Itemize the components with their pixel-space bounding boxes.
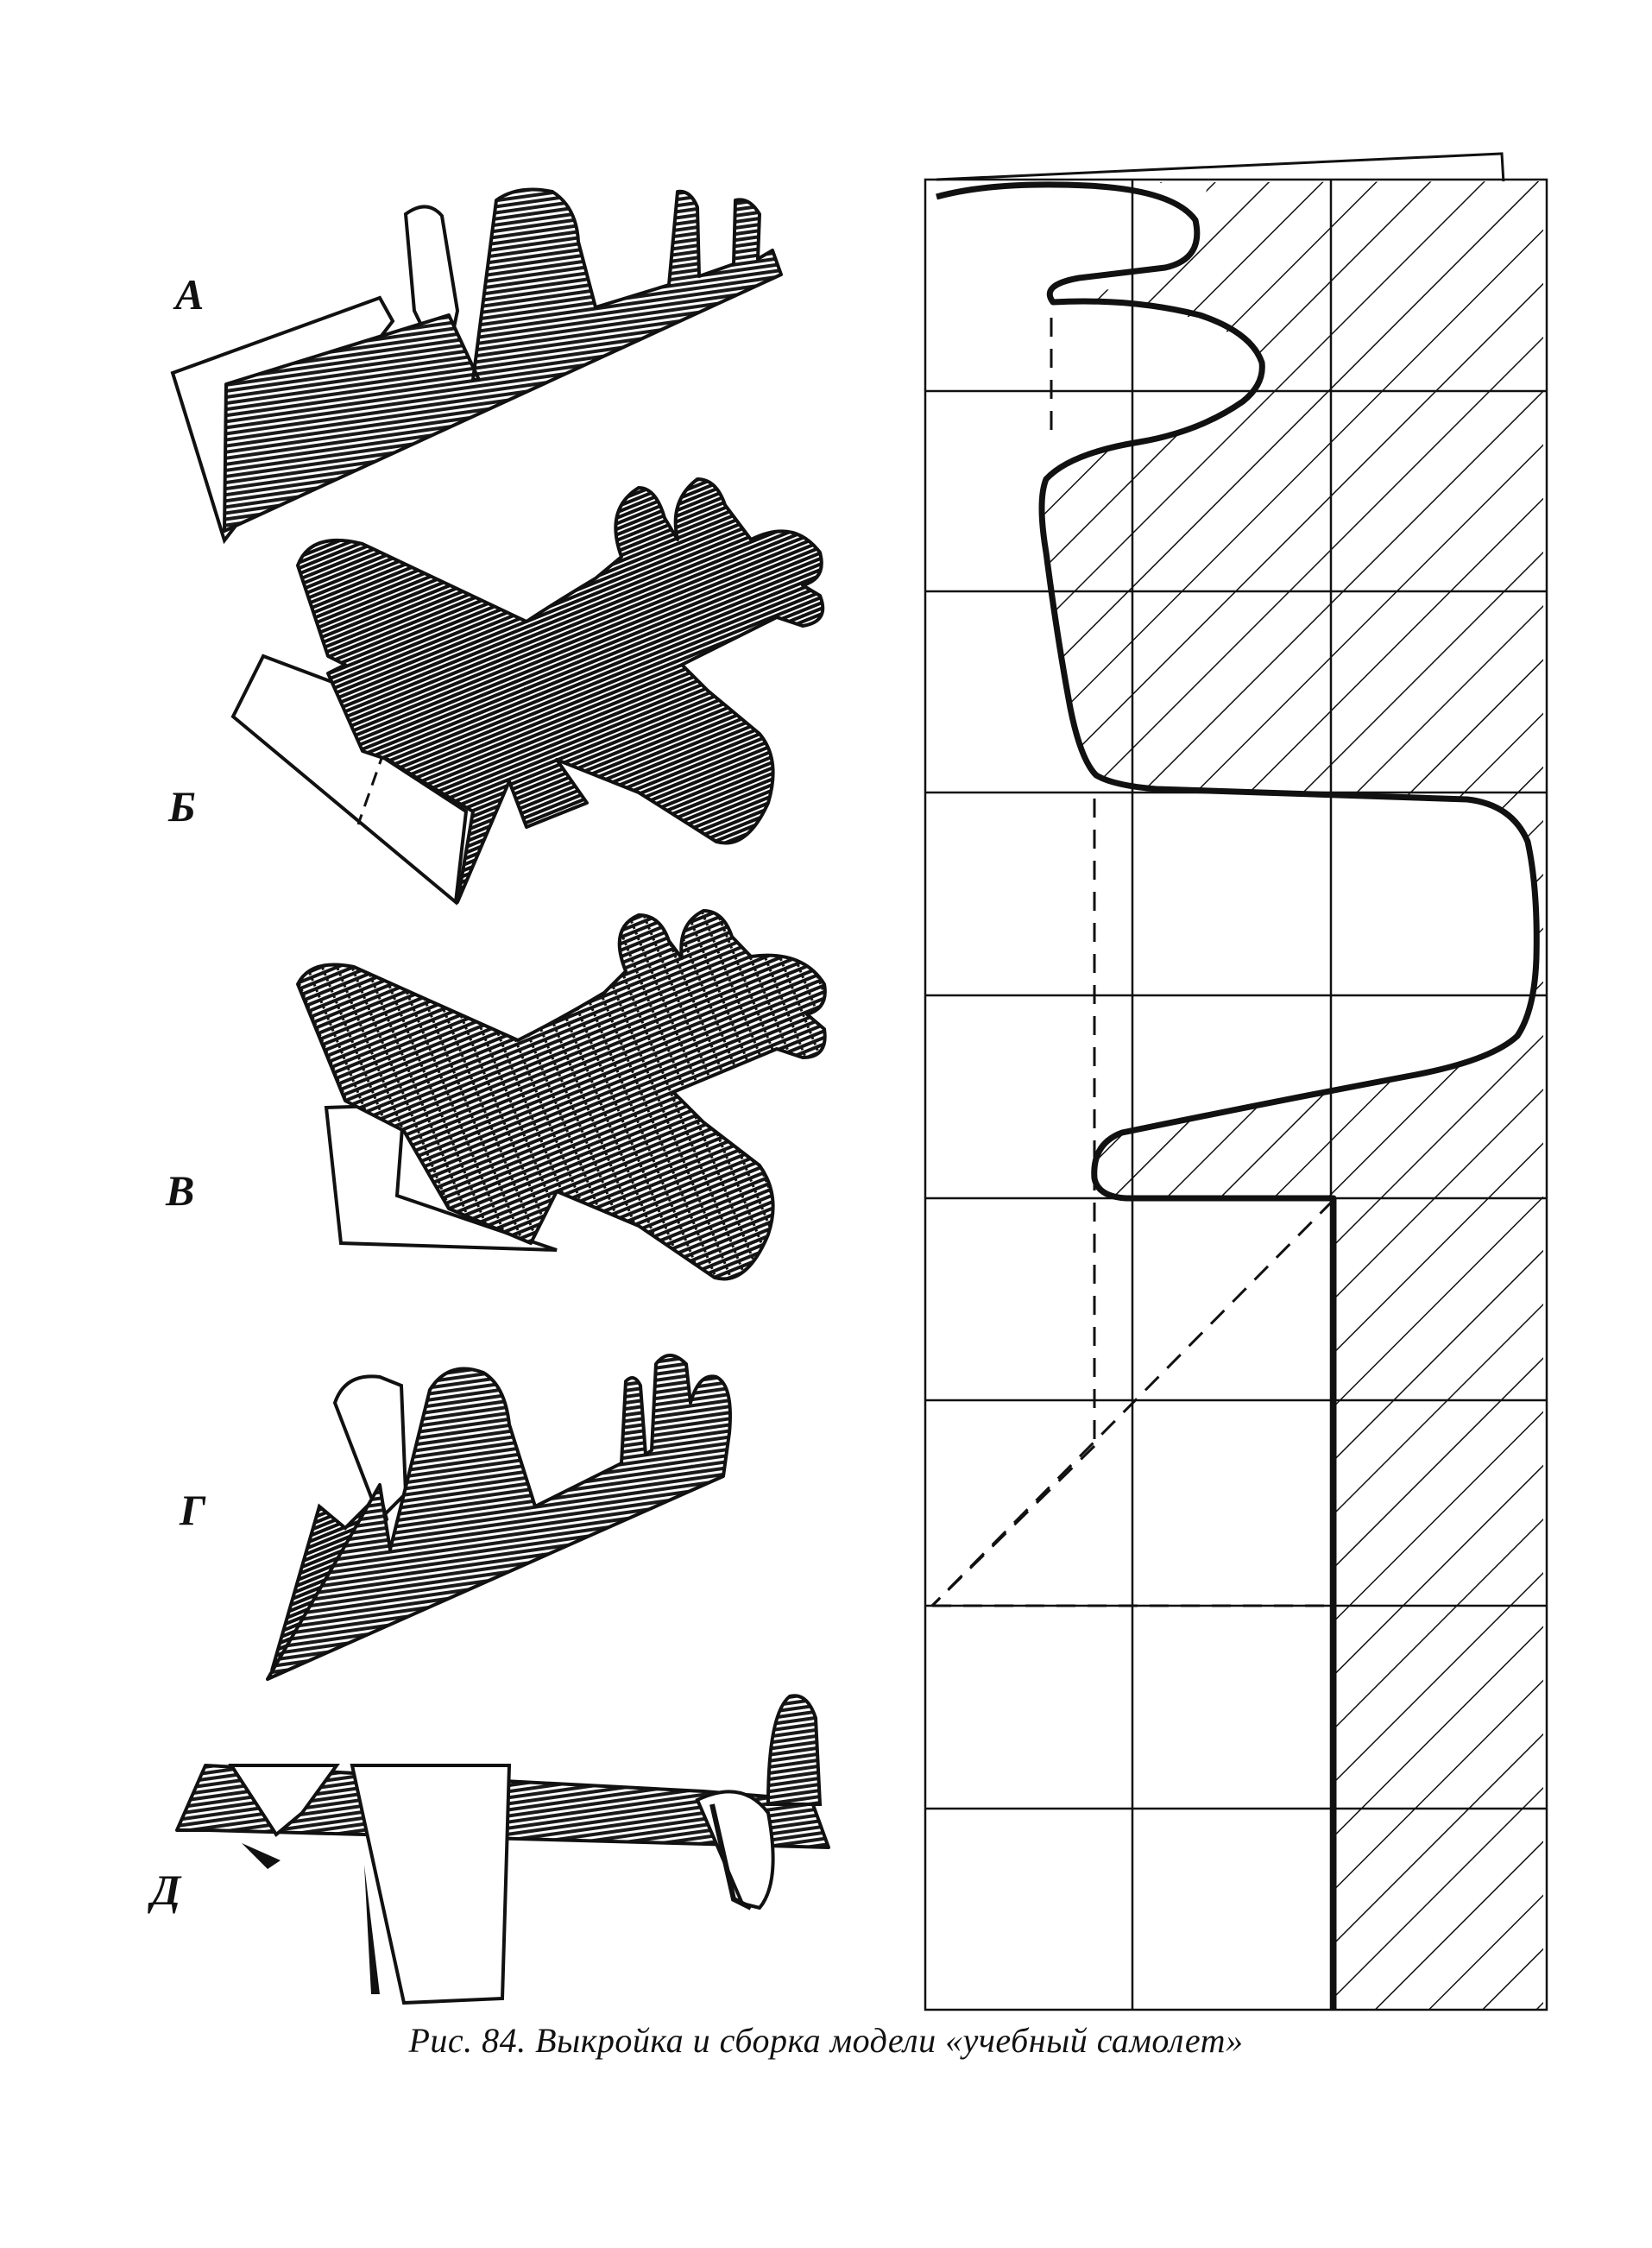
pattern-sheet [924,152,1548,2011]
hatched-pattern-area [936,181,1543,2010]
cut-outline [936,181,1540,2010]
step-a-model [170,187,783,545]
figure-caption: Рис. 84. Выкройка и сборка модели «учебн… [408,2021,1244,2060]
step-b-model [230,477,825,906]
step-label-a: А [175,270,205,319]
step-label-g: Г [180,1486,206,1534]
fold-lines [930,318,1335,1607]
step-label-d: Д [151,1866,181,1914]
step-label-b: Б [168,782,196,830]
step-label-v: В [166,1166,195,1215]
step-g-model [266,1354,732,1681]
step-v-model [296,909,827,1281]
step-d-model [175,1694,830,2005]
